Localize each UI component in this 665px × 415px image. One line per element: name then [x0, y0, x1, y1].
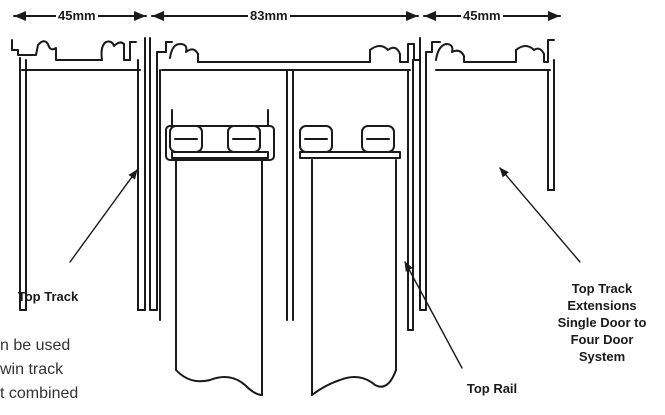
top-track-callout: Top Track — [17, 289, 79, 304]
top-rail-callout: Top Rail — [466, 381, 518, 396]
extensions-callout: Top Track Extensions Single Door to Four… — [540, 280, 664, 365]
right-dimension-label: 45mm — [461, 8, 503, 23]
extensions-callout-line: Four Door — [570, 332, 634, 347]
description-text: n be used win track t combined — [0, 334, 78, 406]
extensions-callout-line: Top Track — [571, 281, 633, 296]
left-door-panel — [165, 109, 275, 396]
center-twin-track — [149, 37, 421, 331]
extensions-callout-line: Single Door to — [557, 315, 647, 330]
top-track-leader-line — [69, 169, 138, 263]
extensions-callout-line: Extensions — [567, 298, 637, 313]
right-door-panel — [311, 159, 397, 396]
description-line: win track — [0, 361, 64, 378]
top-rail-leader-line — [404, 261, 463, 369]
extensions-callout-line: System — [578, 349, 626, 364]
description-line: n be used — [0, 337, 71, 354]
left-dimension-label: 45mm — [56, 8, 98, 23]
description-line: t combined — [0, 385, 79, 402]
left-track-extension — [11, 37, 146, 311]
extensions-leader-line — [499, 167, 581, 263]
left-door-rollers — [169, 125, 269, 159]
center-dimension-label: 83mm — [248, 8, 290, 23]
right-door-rollers — [299, 125, 401, 159]
right-track-extension — [419, 37, 555, 311]
